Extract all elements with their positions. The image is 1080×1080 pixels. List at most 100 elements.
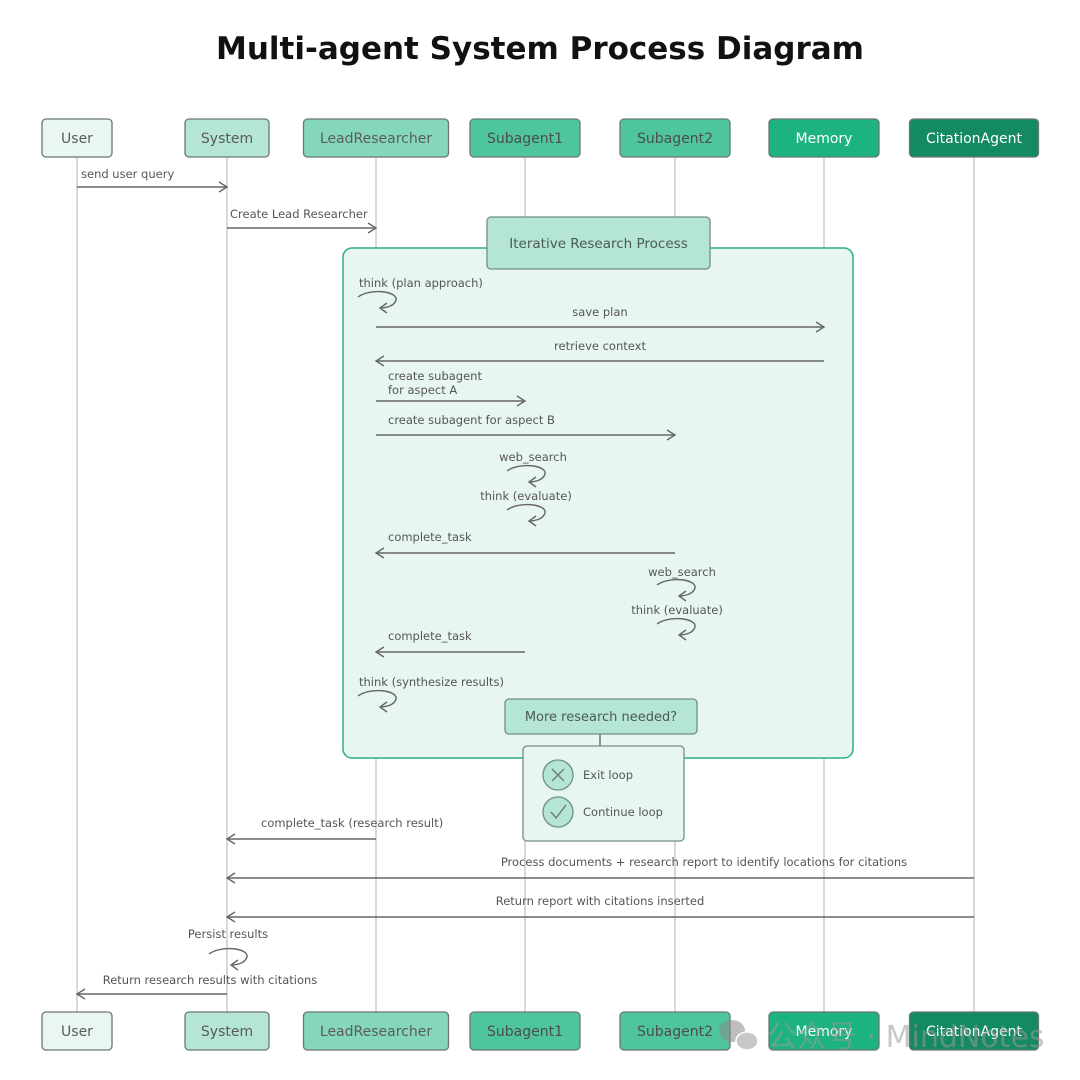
actor-subagent1-top-box (469, 118, 581, 158)
loop-think-plan (357, 290, 397, 309)
arrow-create-subagent-b-head (666, 429, 677, 441)
actor-citationagent-top-box (908, 118, 1040, 158)
loop-think-synthesize-head (378, 701, 388, 713)
actor-leadresearcher-bottom-label: LeadResearcher (320, 1024, 432, 1040)
msg-create-lead-researcher: Create Lead Researcher (230, 207, 368, 221)
actor-memory-top-label: Memory (796, 131, 853, 147)
msg-return-research-results: Return research results with citations (103, 973, 318, 987)
actor-subagent2-bottom-label: Subagent2 (637, 1024, 713, 1040)
loop-think-evaluate-2-head (677, 629, 687, 641)
loop-think-evaluate-1 (506, 503, 546, 522)
actor-subagent2-top: Subagent2 (619, 118, 731, 158)
loop-web-search-2 (656, 578, 696, 597)
actor-subagent1-bottom: Subagent1 (469, 1011, 581, 1051)
arrow-complete-task-research-head (225, 833, 236, 845)
loop-think-evaluate-1-head (527, 515, 537, 527)
actor-leadresearcher-top-box (302, 118, 450, 158)
msg-think-plan: think (plan approach) (359, 276, 483, 290)
actor-system-top-label: System (201, 131, 253, 147)
msg-create-subagent-a-line1: create subagent (388, 369, 482, 383)
actor-citationagent-bottom: CitationAgent (908, 1011, 1040, 1051)
actor-leadresearcher-bottom-box (302, 1011, 450, 1051)
msg-return-report: Return report with citations inserted (496, 894, 705, 908)
msg-create-subagent-a-line2: for aspect A (388, 383, 457, 397)
decision-question: More research needed? (525, 710, 677, 725)
option-continue-loop: Continue loop (583, 805, 663, 819)
actor-subagent1-top: Subagent1 (469, 118, 581, 158)
arrow-retrieve-context-head (374, 355, 385, 367)
actor-subagent1-bottom-label: Subagent1 (487, 1024, 563, 1040)
msg-complete-task-2: complete_task (388, 629, 472, 643)
check-circle-icon (542, 796, 574, 828)
loop-think-evaluate-2 (656, 617, 696, 636)
loop-think-plan-head (378, 302, 388, 314)
loop-label-box (486, 216, 711, 270)
loop-label: Iterative Research Process (509, 236, 687, 252)
loop-persist-results (208, 947, 248, 966)
loop-think-synthesize (357, 689, 397, 708)
decision-options-box (522, 745, 685, 842)
actor-user-top-label: User (61, 131, 93, 147)
wechat-icon (719, 1020, 759, 1051)
check-circle-bg (542, 796, 574, 828)
x-mark (551, 768, 565, 782)
decision-question-box (504, 698, 698, 735)
msg-create-subagent-b: create subagent for aspect B (388, 413, 555, 427)
actor-subagent1-bottom-box (469, 1011, 581, 1051)
check-mark (550, 804, 567, 820)
arrow-save-plan-head (815, 321, 826, 333)
msg-think-synthesize: think (synthesize results) (359, 675, 504, 689)
actor-subagent1-top-label: Subagent1 (487, 131, 563, 147)
watermark-text: 公众号 · MindNotes (767, 1020, 1045, 1055)
actor-memory-top: Memory (768, 118, 880, 158)
arrow-complete-task-1-head (374, 547, 385, 559)
diagram-title: Multi-agent System Process Diagram (216, 31, 864, 67)
wechat-bubble-small (735, 1031, 759, 1051)
msg-save-plan: save plan (572, 305, 627, 319)
msg-web-search-2: web_search (648, 565, 716, 579)
loop-web-search-2-head (677, 590, 687, 602)
arrow-complete-task-2-head (374, 646, 385, 658)
msg-persist-results: Persist results (188, 927, 268, 941)
msg-think-evaluate-2: think (evaluate) (631, 603, 723, 617)
actor-citationagent-bottom-label: CitationAgent (926, 1024, 1023, 1040)
actor-citationagent-top-label: CitationAgent (926, 131, 1023, 147)
arrow-create-subagent-a-head (516, 395, 527, 407)
arrow-return-report-head (225, 911, 236, 923)
actor-subagent2-bottom: Subagent2 (619, 1011, 731, 1051)
actor-memory-top-box (768, 118, 880, 158)
actor-subagent2-top-label: Subagent2 (637, 131, 713, 147)
msg-send-user-query: send user query (81, 167, 174, 181)
actor-user-top: User (41, 118, 113, 158)
actor-leadresearcher-top-label: LeadResearcher (320, 131, 432, 147)
actor-system-bottom-label: System (201, 1024, 253, 1040)
msg-complete-task-1: complete_task (388, 530, 472, 544)
actor-memory-bottom-box (768, 1011, 880, 1051)
arrow-return-research-results-head (75, 988, 86, 1000)
loop-frame: Iterative Research Process (342, 216, 854, 759)
msg-web-search-1: web_search (499, 450, 567, 464)
actor-system-bottom-box (184, 1011, 270, 1051)
actor-leadresearcher-bottom: LeadResearcher (302, 1011, 450, 1051)
arrow-send-user-query-head (218, 181, 229, 193)
actor-user-top-box (41, 118, 113, 158)
actor-memory-bottom-label: Memory (796, 1024, 853, 1040)
msg-process-documents: Process documents + research report to i… (501, 855, 907, 869)
x-circle-icon (542, 759, 574, 791)
actor-leadresearcher-top: LeadResearcher (302, 118, 450, 158)
msg-think-evaluate-1: think (evaluate) (480, 489, 572, 503)
option-exit-loop: Exit loop (583, 768, 633, 782)
arrow-create-lead-researcher-head (367, 222, 378, 234)
loop-web-search-1 (506, 464, 546, 483)
watermark: 公众号 · MindNotes (719, 1020, 1045, 1055)
arrow-process-documents-head (225, 872, 236, 884)
msg-complete-task-research: complete_task (research result) (261, 816, 443, 830)
actor-citationagent-bottom-box (908, 1011, 1040, 1051)
loop-web-search-1-head (527, 476, 537, 488)
actor-system-top: System (184, 118, 270, 158)
actor-system-bottom: System (184, 1011, 270, 1051)
